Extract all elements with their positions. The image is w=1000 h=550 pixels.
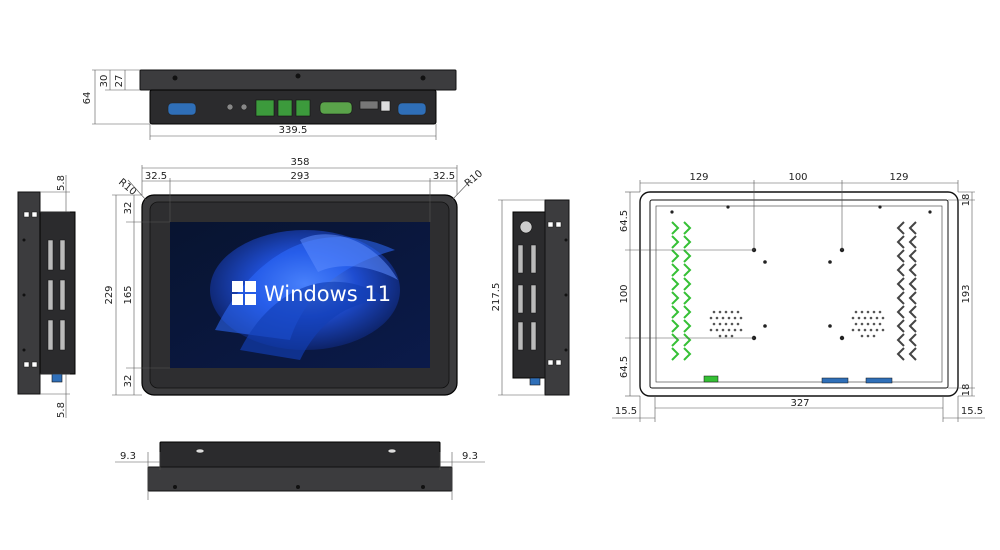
dim-rear-margin-left: 15.5 <box>615 406 637 417</box>
screw-icon <box>295 73 301 79</box>
front-view: Windows 11 358 293 32.5 32.5 R10 R10 229… <box>104 157 485 396</box>
dim-rear-width-left: 129 <box>689 172 708 183</box>
vent-left <box>671 221 692 361</box>
speaker-grille-left <box>709 310 743 338</box>
top-view: 64 30 27 339.5 <box>82 69 457 140</box>
left-side-view: 5.8 5.8 <box>17 175 76 418</box>
logo-text: Windows 11 <box>264 282 391 306</box>
wallpaper-bloom <box>210 230 400 360</box>
dim-front-width-total: 358 <box>290 157 309 168</box>
dim-bottom-left: 9.3 <box>120 451 136 462</box>
dim-front-height-screen: 165 <box>123 285 134 304</box>
right-side-view: 217.5 <box>491 199 570 396</box>
dim-top-height-upper: 30 <box>99 75 110 88</box>
dim-rear-height-mid: 100 <box>619 284 630 303</box>
dim-left-top: 5.8 <box>56 175 67 191</box>
dim-left-bottom: 5.8 <box>56 402 67 418</box>
dim-rear-vesa-height: 193 <box>961 284 972 303</box>
dim-rear-width-right: 129 <box>889 172 908 183</box>
dim-front-height-total: 229 <box>104 285 115 304</box>
io-ports <box>167 99 427 117</box>
windows-logo-icon <box>232 281 256 305</box>
dim-rear-width-mid: 100 <box>788 172 807 183</box>
dim-rear-margin-right: 15.5 <box>961 406 983 417</box>
screw-icon <box>172 75 178 81</box>
dim-rear-radius-top: 18 <box>961 194 972 207</box>
dim-rear-height-top: 64.5 <box>619 210 630 232</box>
dim-rear-radius-bottom: 18 <box>961 384 972 397</box>
dim-top-height-total: 64 <box>82 92 93 105</box>
dim-front-width-screen: 293 <box>290 171 309 182</box>
dim-front-margin-left: 32.5 <box>145 171 167 182</box>
dim-top-width: 339.5 <box>279 125 308 136</box>
dim-bottom-right: 9.3 <box>462 451 478 462</box>
dim-rear-width: 327 <box>790 398 809 409</box>
vent-right <box>896 221 917 361</box>
rear-view: 129 100 129 64.5 100 64.5 193 18 18 327 … <box>612 172 985 422</box>
dim-rear-height-bottom: 64.5 <box>619 356 630 378</box>
bottom-view: 9.3 9.3 <box>115 441 485 500</box>
dim-front-margin-top: 32 <box>123 202 134 215</box>
dim-top-height-flange: 27 <box>114 75 125 88</box>
dim-front-margin-right: 32.5 <box>433 171 455 182</box>
dim-front-margin-bottom: 32 <box>123 375 134 388</box>
screw-icon <box>420 75 426 81</box>
dim-right-height: 217.5 <box>491 283 502 312</box>
speaker-grille-right <box>851 310 885 338</box>
dim-front-radius-right: R10 <box>463 168 485 189</box>
